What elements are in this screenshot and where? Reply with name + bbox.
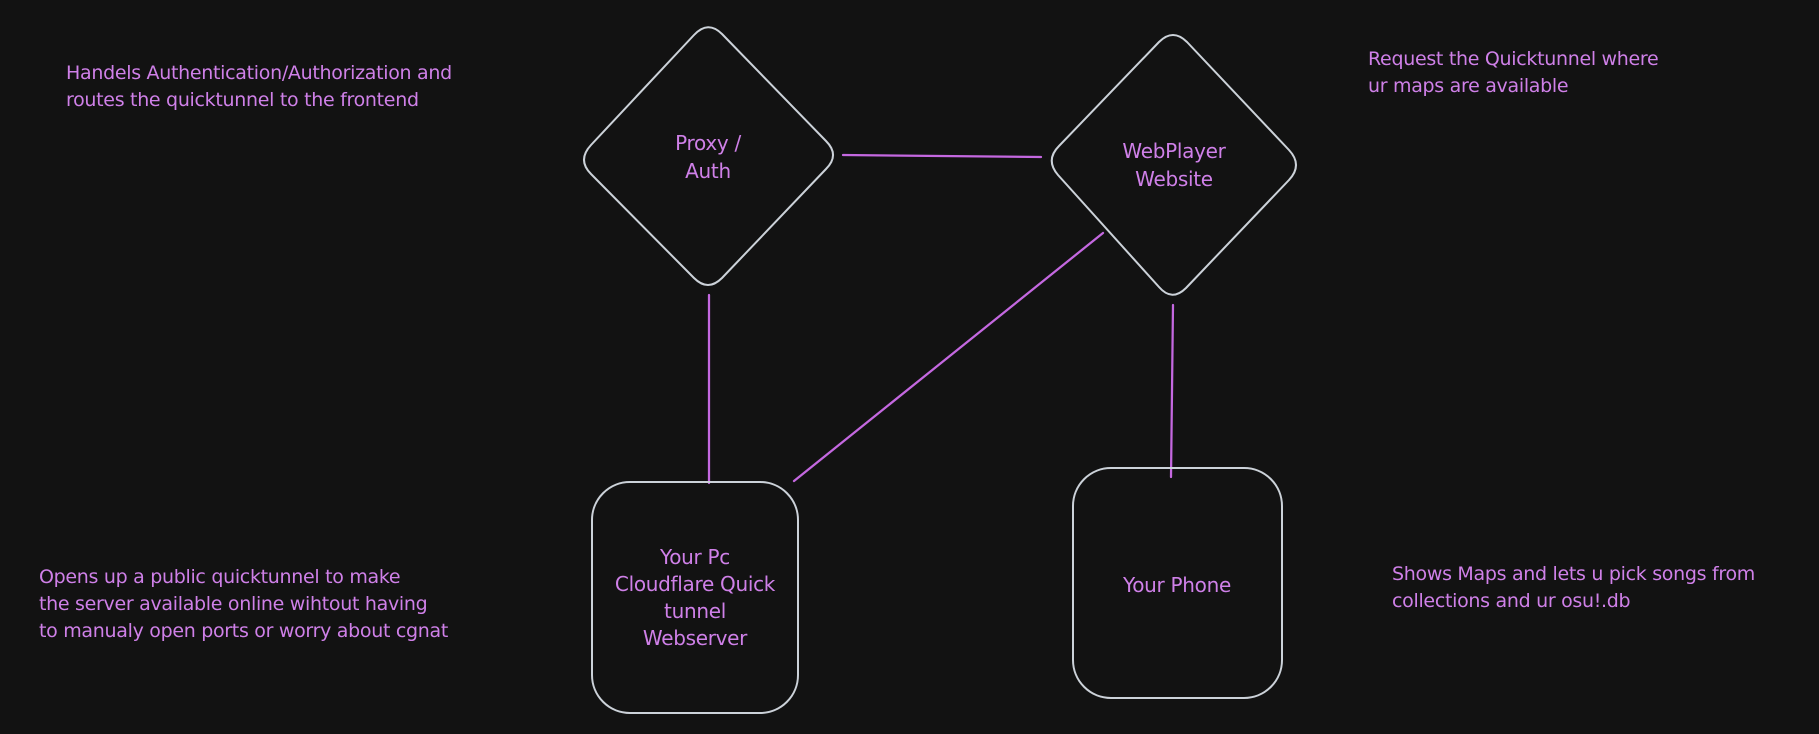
connector-webplayer-to-phone[interactable] [1169,303,1175,479]
annotation-request-quicktunnel[interactable]: Request the Quicktunnel where ur maps ar… [1368,48,1659,97]
webplayer-website-diamond[interactable] [1050,34,1297,296]
connector-proxy-to-webplayer[interactable] [841,153,1043,159]
annotation-auth-routing[interactable]: Handels Authentication/Authorization and… [66,62,452,111]
proxy-auth-diamond[interactable] [583,26,834,286]
your-pc-webserver-label: Your Pc Cloudflare Quick tunnel Webserve… [614,545,776,650]
your-phone-box[interactable] [1072,467,1283,699]
annotation-public-quicktunnel[interactable]: Opens up a public quicktunnel to make th… [39,566,449,642]
proxy-auth-label: Proxy / Auth [675,131,741,183]
annotation-shows-maps[interactable]: Shows Maps and lets u pick songs from co… [1392,563,1755,612]
your-pc-webserver-box[interactable] [591,481,799,714]
webplayer-website-label: WebPlayer Website [1122,139,1226,191]
connector-webplayer-to-pc[interactable] [792,231,1105,483]
your-phone-label: Your Phone [1122,573,1231,597]
